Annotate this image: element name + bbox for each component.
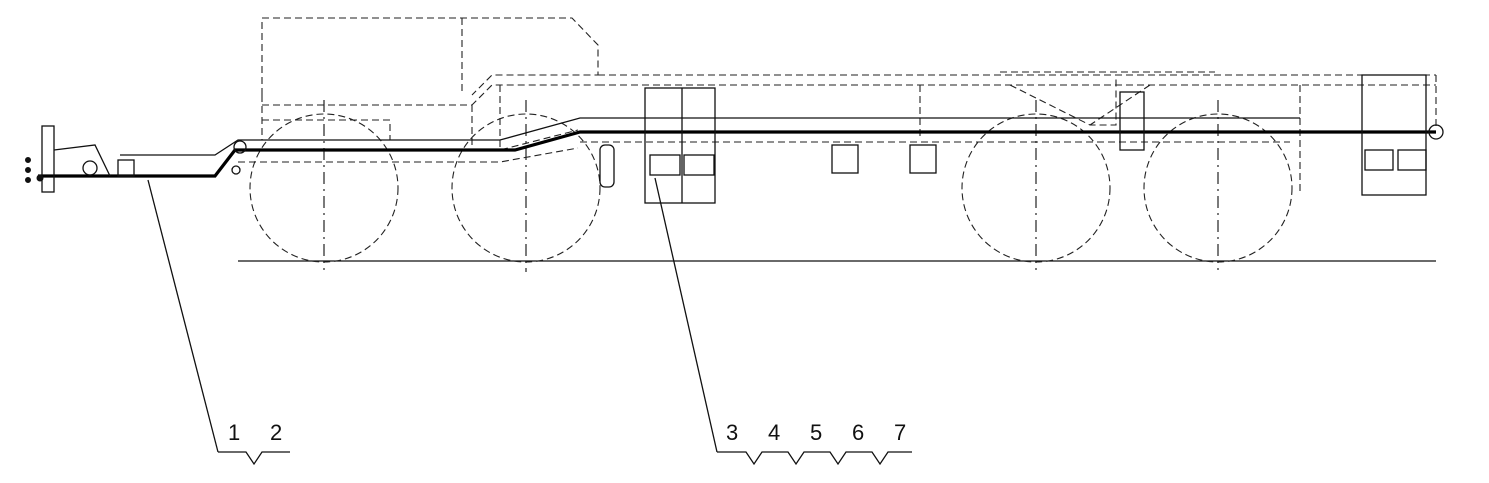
callout-1: 1 xyxy=(228,420,240,445)
hangers xyxy=(831,91,1145,174)
wheel-1 xyxy=(249,113,399,263)
wheel-4 xyxy=(1143,113,1293,263)
rear-component-block xyxy=(1361,74,1444,196)
wheel-2 xyxy=(451,113,601,263)
wheels xyxy=(249,100,1293,272)
mid-component-block xyxy=(599,87,716,204)
leader-line-a xyxy=(147,179,219,453)
wheel-3 xyxy=(961,113,1111,263)
callout-3: 3 xyxy=(726,420,738,445)
front-coupling xyxy=(25,125,247,193)
callout-underline-b xyxy=(717,451,912,466)
callout-5: 5 xyxy=(810,420,822,445)
chassis-frame xyxy=(38,117,1436,178)
callout-4: 4 xyxy=(768,420,780,445)
cab-outline xyxy=(261,17,1437,195)
callout-2: 2 xyxy=(270,420,282,445)
leader-line-b xyxy=(654,177,718,453)
callout-7: 7 xyxy=(894,420,906,445)
callout-6: 6 xyxy=(852,420,864,445)
callout-underline-a xyxy=(218,451,290,466)
